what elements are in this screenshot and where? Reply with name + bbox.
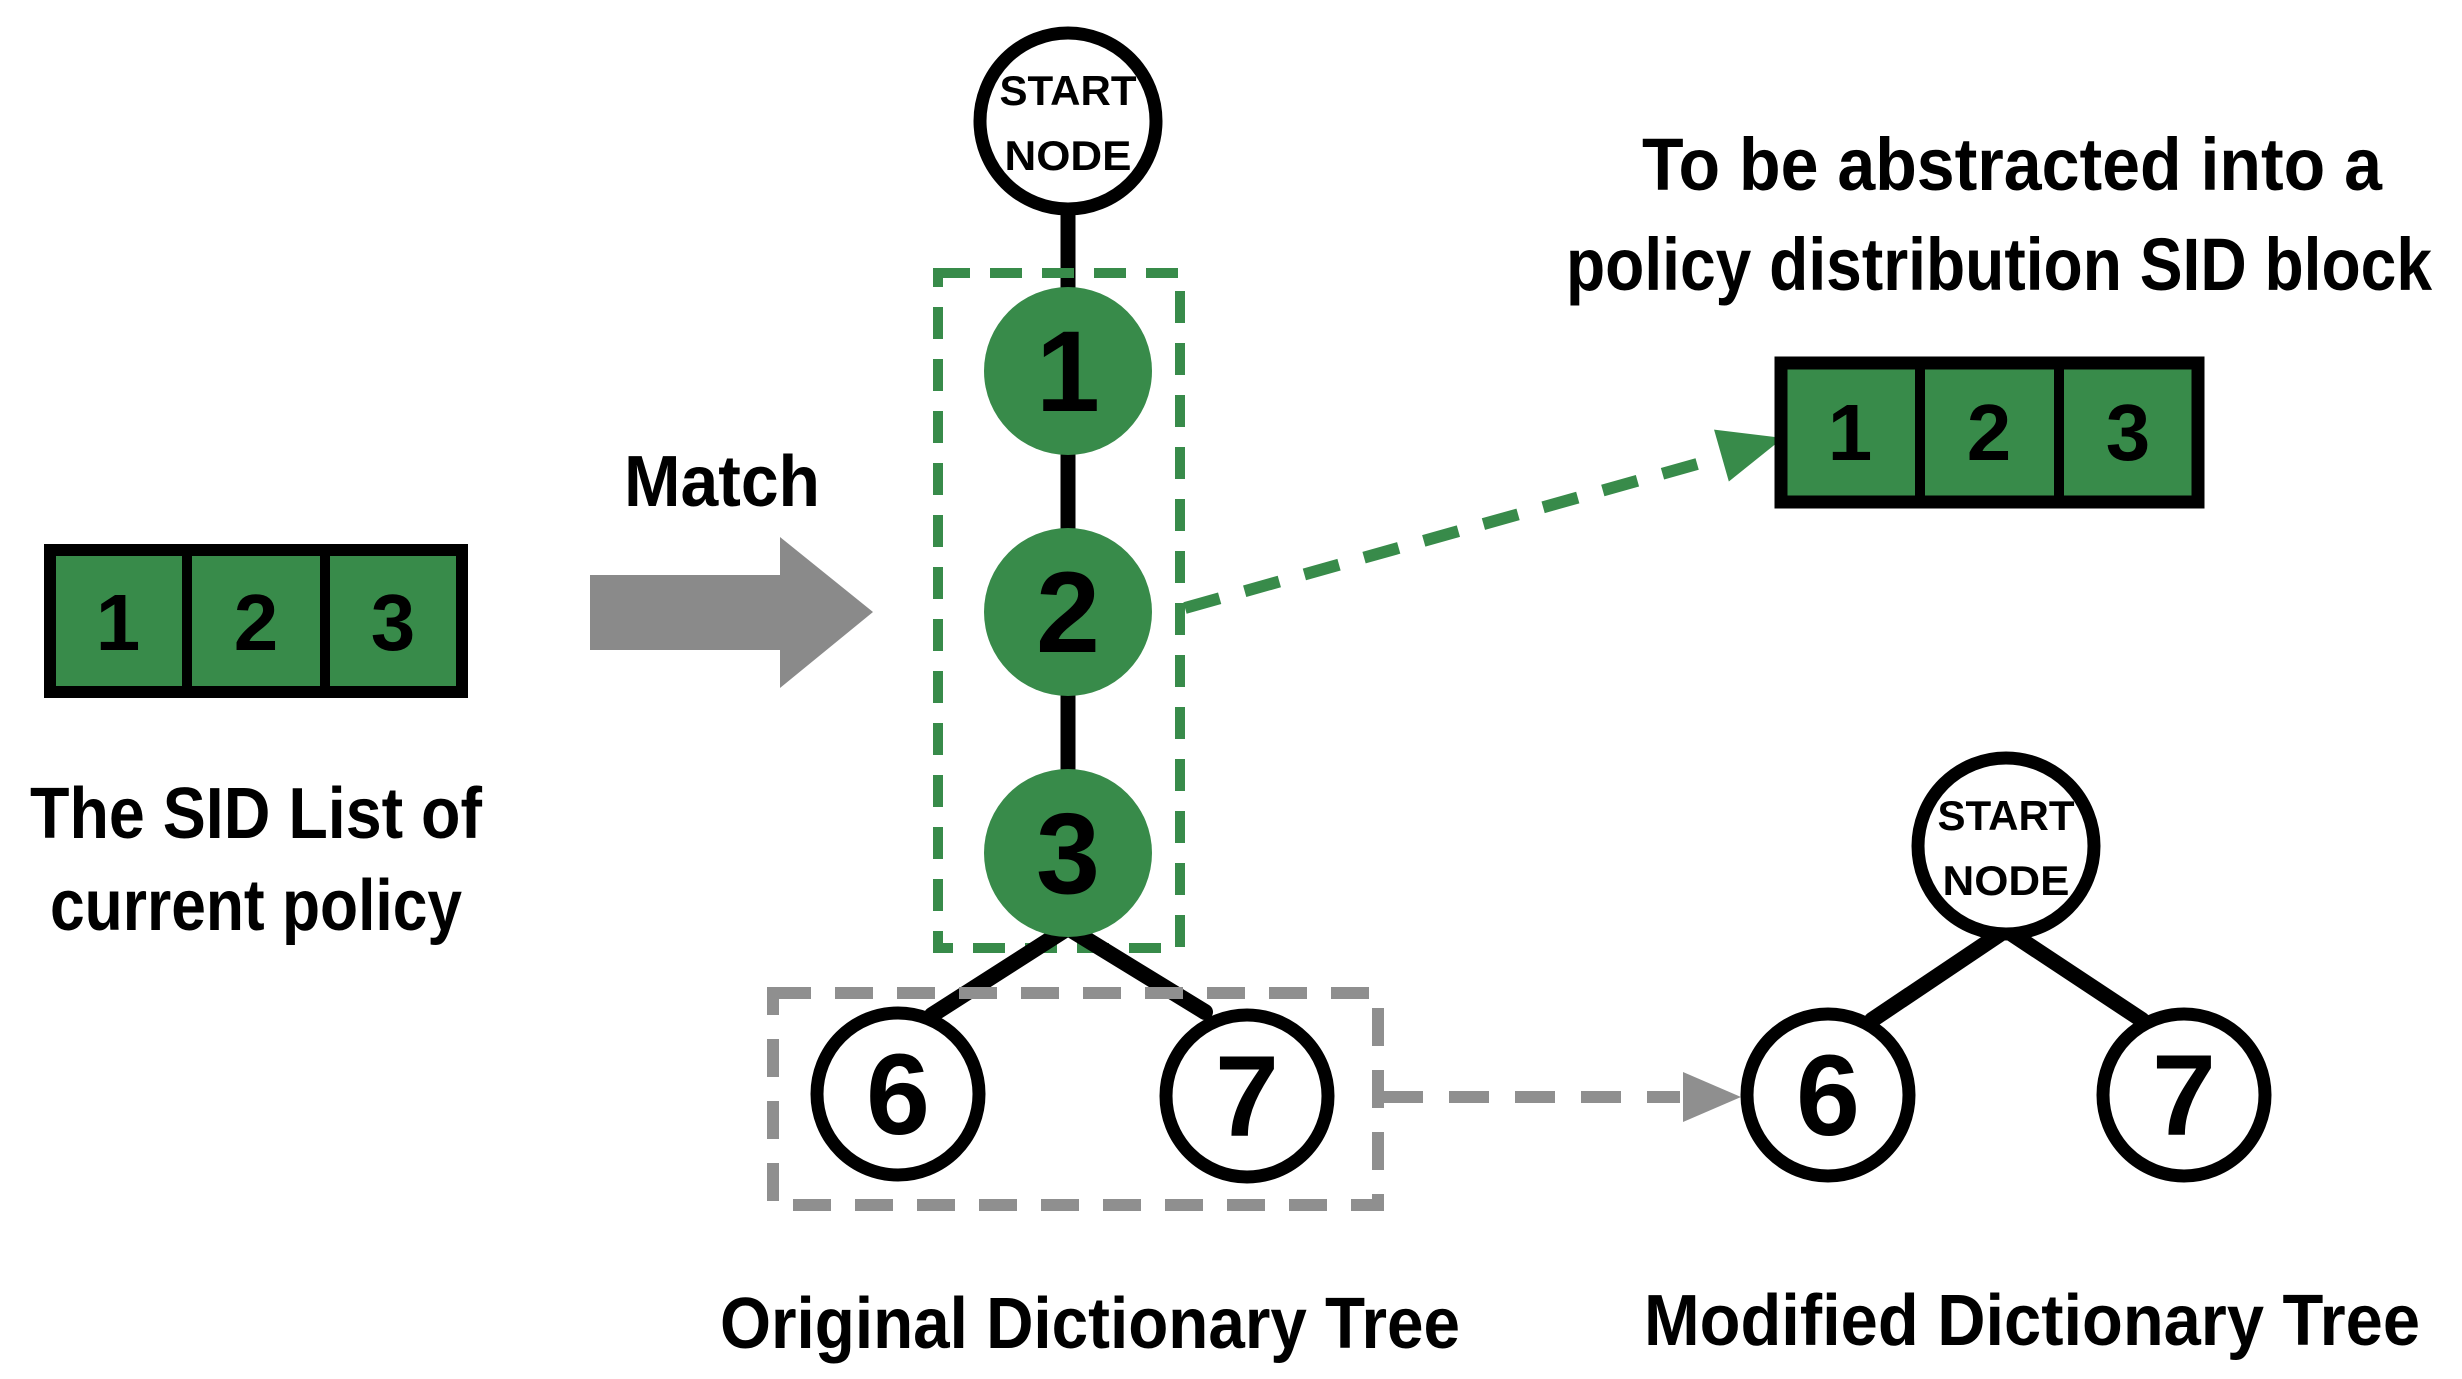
abstraction-arrow bbox=[1183, 429, 1783, 614]
sid-block-box bbox=[1774, 356, 2205, 509]
match-label: Match bbox=[624, 442, 820, 522]
original-dictionary-tree: START NODE 1 2 3 6 7 Original Dictionary… bbox=[720, 26, 1460, 1364]
modified-start-node-circle bbox=[1911, 751, 2101, 941]
modified-start-node-label-line1: START bbox=[1938, 792, 2075, 839]
modified-edge-start-to-7 bbox=[1998, 922, 2150, 1028]
sid-list-cell-1: 1 bbox=[96, 578, 141, 667]
tree-node-6-circle bbox=[810, 1006, 986, 1182]
abstraction-arrowhead-icon bbox=[1714, 429, 1783, 482]
match-arrow-icon bbox=[590, 537, 873, 688]
tree-node-2-circle bbox=[984, 528, 1152, 696]
tree-node-2-label: 2 bbox=[1036, 549, 1100, 677]
tree-node-6-label: 6 bbox=[866, 1031, 930, 1159]
policy-distribution-sid-block: To be abstracted into a policy distribut… bbox=[1566, 123, 2433, 509]
modification-arrow bbox=[1383, 1072, 1741, 1122]
sid-block-cell-2: 2 bbox=[1967, 388, 2012, 477]
start-node-label-line1: START bbox=[1000, 67, 1137, 114]
modification-arrowhead-icon bbox=[1683, 1072, 1741, 1122]
modified-dictionary-tree: START NODE 6 7 Modified Dictionary Tree bbox=[1644, 751, 2420, 1361]
current-policy-sid-list: 1 2 3 The SID List of current policy bbox=[30, 544, 483, 946]
tree-node-7-label: 7 bbox=[1215, 1033, 1279, 1161]
sid-block-heading-line2: policy distribution SID block bbox=[1566, 223, 2433, 306]
start-node-circle bbox=[973, 26, 1163, 216]
abstraction-arrow-line bbox=[1183, 451, 1724, 614]
match-annotation: Match bbox=[590, 442, 873, 688]
modified-node-6-label: 6 bbox=[1796, 1032, 1860, 1160]
tree-node-1-label: 1 bbox=[1036, 308, 1100, 436]
original-tree-caption: Original Dictionary Tree bbox=[720, 1284, 1460, 1364]
tree-node-3-label: 3 bbox=[1036, 790, 1100, 918]
sid-block-cell-1: 1 bbox=[1828, 388, 1873, 477]
modified-edge-start-to-6 bbox=[1864, 922, 2014, 1028]
modified-tree-caption: Modified Dictionary Tree bbox=[1644, 1281, 2420, 1361]
matched-chain-dashed-box bbox=[933, 268, 1185, 953]
sid-list-box bbox=[44, 544, 468, 698]
sid-list-caption-line1: The SID List of bbox=[30, 774, 483, 854]
tree-node-7-circle bbox=[1159, 1008, 1335, 1184]
sid-block-heading-line1: To be abstracted into a bbox=[1642, 123, 2383, 206]
sid-list-caption-line2: current policy bbox=[50, 866, 462, 946]
modified-node-7-label: 7 bbox=[2152, 1032, 2216, 1160]
start-node-label-line2: NODE bbox=[1005, 132, 1132, 179]
modified-node-6-circle bbox=[1740, 1007, 1916, 1183]
tree-node-3-circle bbox=[984, 769, 1152, 937]
sid-block-cell-3: 3 bbox=[2106, 388, 2151, 477]
leaf-nodes-dashed-box bbox=[767, 987, 1384, 1211]
sid-list-cell-2: 2 bbox=[234, 578, 279, 667]
modified-node-7-circle bbox=[2096, 1007, 2272, 1183]
modified-start-node-label-line2: NODE bbox=[1943, 857, 2070, 904]
sid-list-cell-3: 3 bbox=[371, 578, 416, 667]
tree-edge-3-to-6 bbox=[924, 920, 1076, 1023]
tree-node-1-circle bbox=[984, 287, 1152, 455]
